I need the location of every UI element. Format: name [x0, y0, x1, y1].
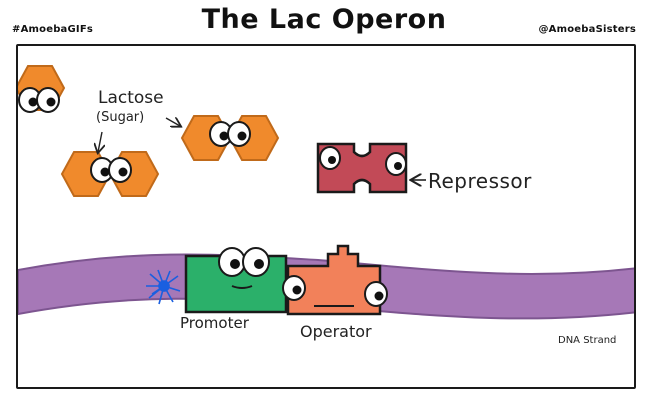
operator-block	[282, 244, 388, 316]
lactose-molecule	[18, 65, 66, 113]
rna-polymerase-icon	[146, 269, 181, 305]
lactose-molecule	[180, 115, 280, 161]
sugar-label: (Sugar)	[96, 110, 145, 125]
lac-operon-illustration	[18, 65, 634, 320]
diagram-panel: Lactose (Sugar) Repressor Promoter Opera…	[16, 44, 636, 389]
dna-strand-label: DNA Strand	[558, 335, 617, 346]
hashtag-label: #AmoebaGIFs	[12, 24, 94, 35]
operator-label: Operator	[300, 322, 372, 341]
lactose-label: Lactose	[98, 88, 164, 108]
promoter-block	[184, 247, 288, 314]
repressor-protein	[316, 142, 408, 194]
page-title: The Lac Operon	[201, 4, 447, 35]
handle-label: @AmoebaSisters	[538, 24, 636, 35]
repressor-label: Repressor	[428, 169, 532, 193]
promoter-label: Promoter	[180, 314, 249, 332]
lactose-molecule	[60, 151, 160, 197]
